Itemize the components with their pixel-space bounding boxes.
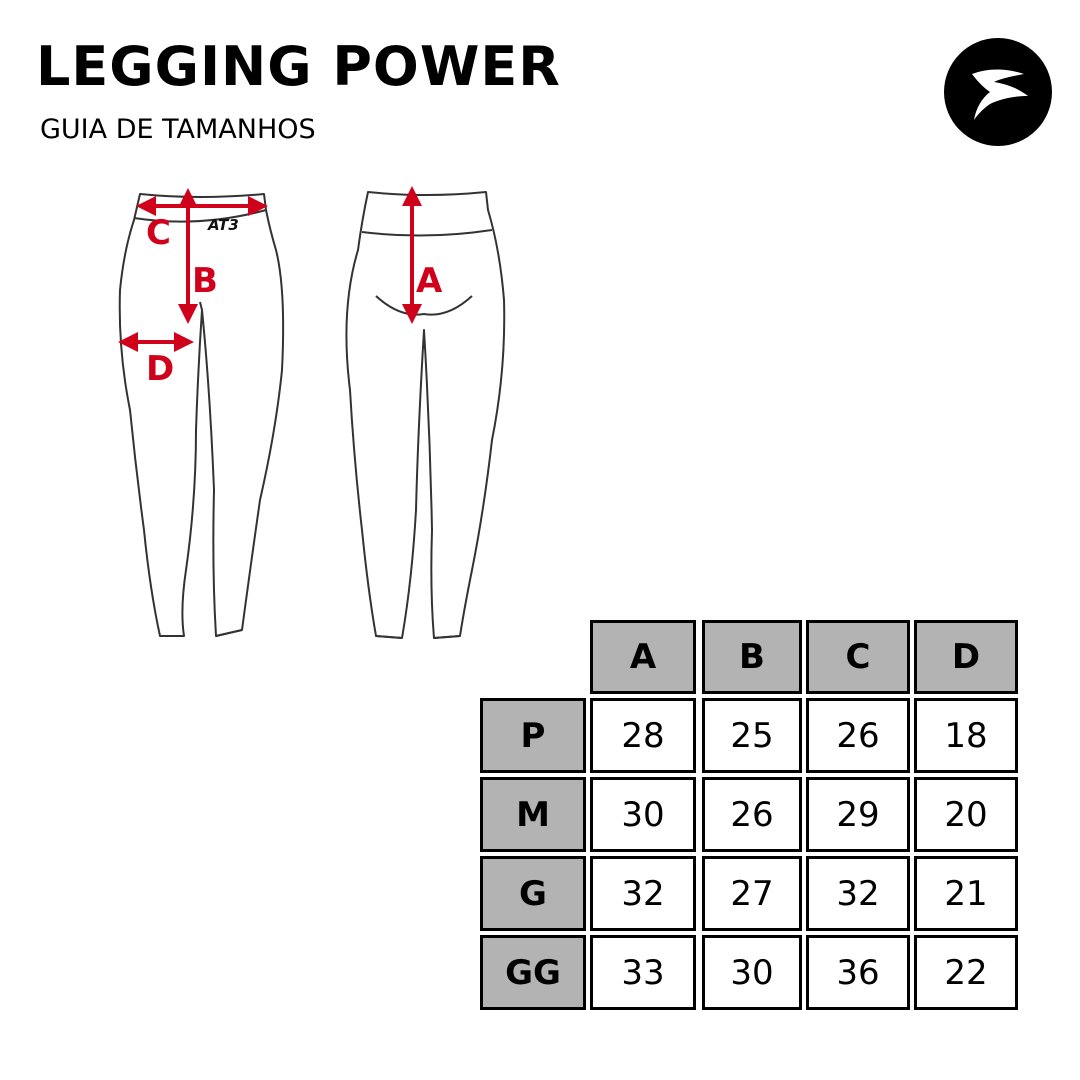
table-cell: 28 (590, 698, 696, 773)
row-header-p: P (480, 698, 586, 773)
measure-d-label: D (146, 349, 174, 389)
leggings-back-view (345, 191, 506, 639)
table-cell: 30 (590, 777, 696, 852)
table-cell: 18 (914, 698, 1018, 773)
table-cell: 21 (914, 856, 1018, 931)
row-header-m: M (480, 777, 586, 852)
table-cell: 20 (914, 777, 1018, 852)
bird-swoosh-icon (972, 69, 1028, 120)
measure-a-label: A (416, 261, 443, 301)
table-cell: 27 (702, 856, 802, 931)
table-cell: 30 (702, 935, 802, 1010)
column-header-a: A (590, 620, 696, 694)
brand-logo (944, 38, 1052, 146)
table-cell: 22 (914, 935, 1018, 1010)
row-header-g: G (480, 856, 586, 931)
column-header-b: B (702, 620, 802, 694)
table-cell: 36 (806, 935, 910, 1010)
column-header-d: D (914, 620, 1018, 694)
table-cell: 29 (806, 777, 910, 852)
table-cell: 32 (590, 856, 696, 931)
measure-c-label: C (146, 213, 171, 253)
table-cell: 26 (806, 698, 910, 773)
brand-mark: AT3 (207, 216, 239, 234)
column-header-c: C (806, 620, 910, 694)
table-cell: 33 (590, 935, 696, 1010)
page-subtitle: GUIA DE TAMANHOS (40, 114, 316, 145)
measure-b-label: B (192, 261, 218, 301)
table-cell: 25 (702, 698, 802, 773)
table-cell: 32 (806, 856, 910, 931)
leggings-diagram: AT3 C B D A (118, 186, 506, 639)
row-header-gg: GG (480, 935, 586, 1010)
page-title: LEGGING POWER (36, 35, 561, 98)
table-cell: 26 (702, 777, 802, 852)
